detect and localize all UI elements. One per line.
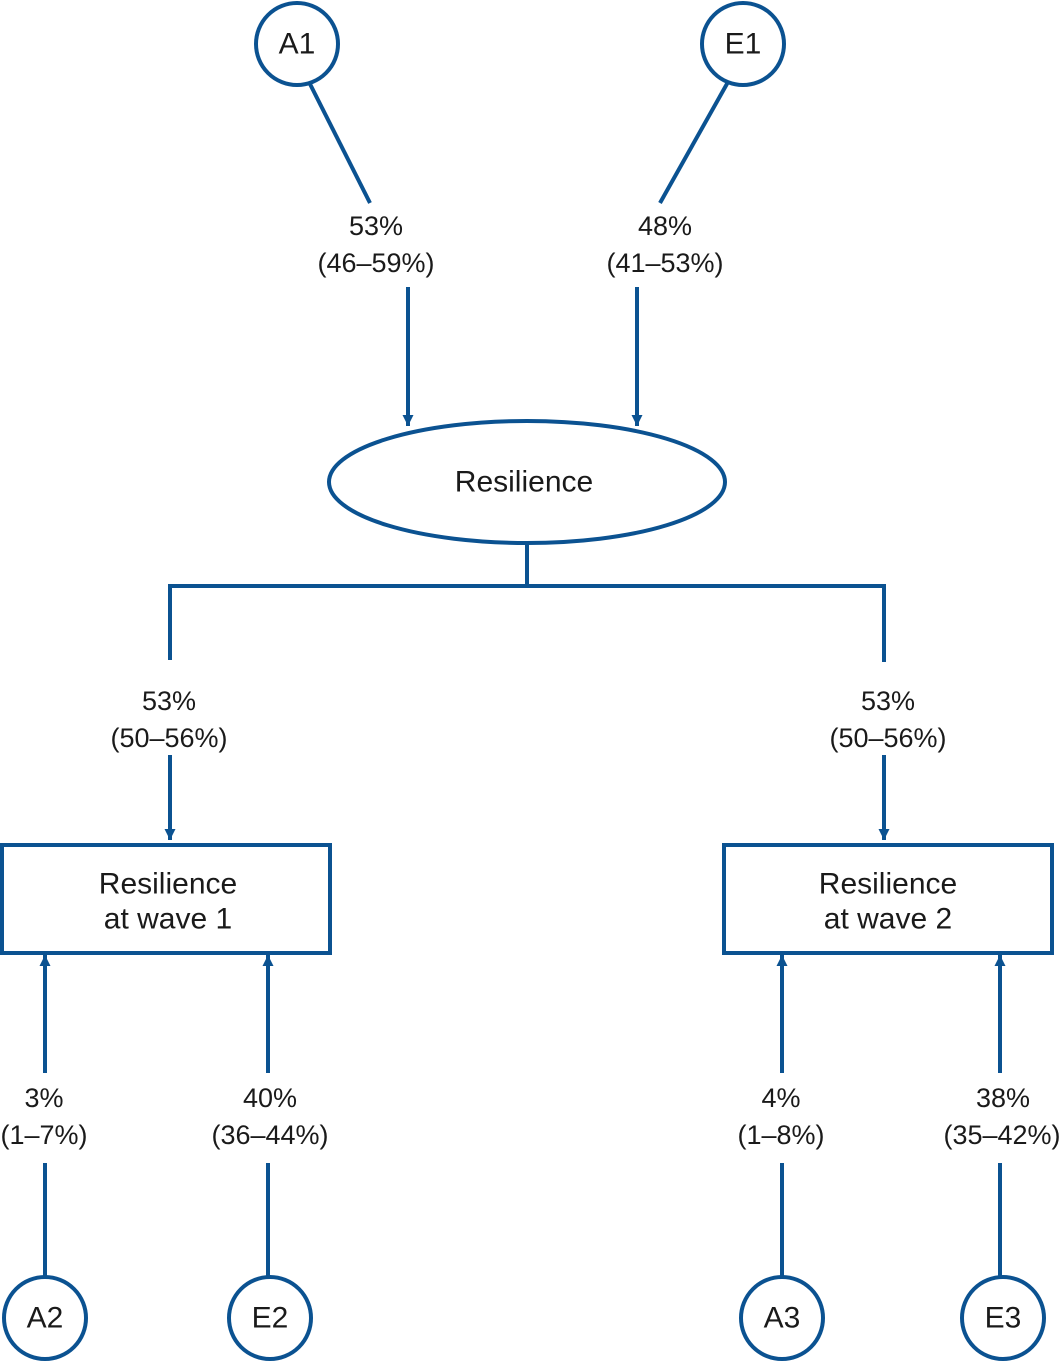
node-resilience-label: Resilience — [455, 466, 593, 499]
wave1-path-ci: (50–56%) — [110, 723, 227, 753]
a3-path-estimate: 4% — [761, 1083, 800, 1113]
node-a3-circle — [739, 1275, 825, 1361]
node-wave2-box — [722, 843, 1054, 955]
path-e1-upper — [658, 81, 730, 204]
node-a1-circle — [254, 1, 340, 87]
e3-path-ci: (35–42%) — [943, 1120, 1060, 1150]
e1-path-ci: (41–53%) — [606, 248, 723, 278]
node-resilience-ellipse — [327, 419, 727, 545]
node-e2-circle — [227, 1275, 313, 1361]
a1-path-ci: (46–59%) — [317, 248, 434, 278]
node-a2-circle — [2, 1275, 88, 1361]
e2-path-estimate: 40% — [243, 1083, 297, 1113]
e2-path-ci: (36–44%) — [211, 1120, 328, 1150]
wave2-path-estimate: 53% — [861, 686, 915, 716]
a2-path-ci: (1–7%) — [0, 1120, 87, 1150]
e3-path-estimate: 38% — [976, 1083, 1030, 1113]
node-e1-circle — [700, 1, 786, 87]
a1-path-estimate: 53% — [349, 211, 403, 241]
node-wave2-label-line2: at wave 2 — [824, 903, 952, 936]
wave2-path-ci: (50–56%) — [829, 723, 946, 753]
resilience-branch-connector — [168, 584, 886, 662]
a3-path-ci: (1–8%) — [737, 1120, 824, 1150]
wave1-path-estimate: 53% — [142, 686, 196, 716]
node-e1-label: E1 — [725, 28, 762, 61]
node-e2-label: E2 — [252, 1302, 289, 1335]
e1-path-estimate: 48% — [638, 211, 692, 241]
node-wave1-label-line2: at wave 1 — [104, 903, 232, 936]
node-wave1-box — [0, 843, 332, 955]
node-a1-label: A1 — [279, 28, 316, 61]
a2-path-estimate: 3% — [24, 1083, 63, 1113]
node-wave2-label-line1: Resilience — [819, 868, 957, 901]
node-e3-circle — [960, 1275, 1046, 1361]
node-wave1-label-line1: Resilience — [99, 868, 237, 901]
path-a1-upper — [308, 83, 372, 204]
node-a3-label: A3 — [764, 1302, 801, 1335]
node-a2-label: A2 — [27, 1302, 64, 1335]
node-e3-label: E3 — [985, 1302, 1022, 1335]
